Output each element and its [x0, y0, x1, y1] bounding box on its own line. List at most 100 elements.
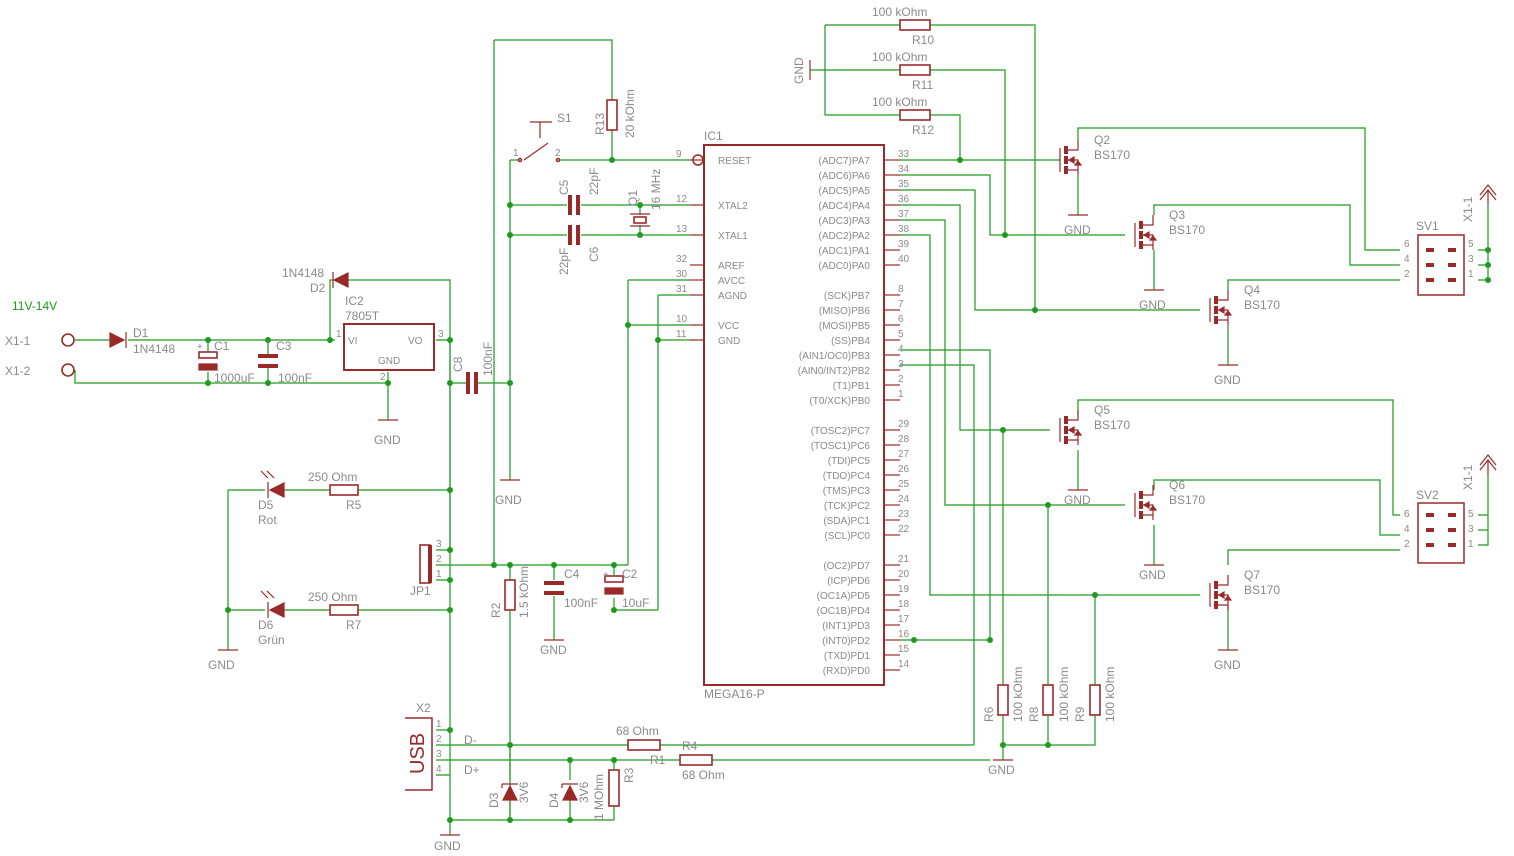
d2-name: D2	[310, 281, 326, 295]
svg-text:+: +	[197, 342, 203, 353]
ic2-pin3: 3	[438, 329, 444, 340]
usb-label: USB	[407, 733, 429, 774]
gnd-label-top: GND	[792, 57, 806, 84]
sv2-supply-label: X1-1	[1461, 464, 1475, 490]
r10-value: 100 kOhm	[872, 5, 927, 19]
sv2-pin5: 5	[1468, 509, 1474, 520]
led-d5: D5 Rot	[258, 470, 285, 527]
mcu-pin-number: 13	[676, 224, 688, 235]
s1-pin1: 1	[513, 148, 519, 159]
resistor-r6: R6 100 kOhm	[982, 667, 1025, 722]
mcu-pin-number: 34	[898, 164, 910, 175]
sv2-pin6: 6	[1404, 509, 1410, 520]
c4-value: 100nF	[564, 596, 598, 610]
gnd-label-c4: GND	[540, 643, 567, 657]
diode-d1: D1 1N4148	[109, 326, 175, 356]
mcu-pin-number: 12	[676, 194, 688, 205]
c8-name: C8	[451, 356, 465, 372]
c5-name: C5	[557, 179, 571, 195]
mcu-pin-name: (ICP)PD6	[827, 576, 870, 587]
sv2-pin1: 1	[1468, 539, 1474, 550]
mcu-pin-number: 40	[898, 254, 910, 265]
resistor-r8: R8 100 kOhm	[1027, 667, 1071, 722]
mcu-pin-number: 25	[898, 479, 910, 490]
mcu-pin-number: 4	[898, 344, 904, 355]
sv2-name: SV2	[1416, 488, 1439, 502]
mcu-right-pins: 33(ADC7)PA734(ADC6)PA635(ADC5)PA536(ADC4…	[798, 149, 910, 677]
r11-value: 100 kOhm	[872, 50, 927, 64]
gnd-label-ic2: GND	[374, 433, 401, 447]
r1-value-top: 68 Ohm	[616, 724, 659, 738]
d4-name: D4	[547, 792, 561, 808]
r10-name: R10	[912, 33, 934, 47]
d3-value: 3V6	[517, 781, 531, 803]
mcu-pin-number: 24	[898, 494, 910, 505]
gnd-label-usb: GND	[434, 839, 461, 853]
resistor-r13: R13 20 kOhm	[593, 89, 637, 138]
mcu-pin-number: 33	[898, 149, 910, 160]
capacitor-c2: + C2 10uF	[603, 567, 649, 610]
dminus-label: D-	[464, 733, 477, 747]
usb-connector-x2: X2 USB 1 2 3 4 D- D+	[405, 701, 480, 791]
resistor-r1: R1 68 Ohm	[650, 753, 725, 782]
r3-name: R3	[622, 767, 636, 783]
ic2-name: IC2	[345, 294, 364, 308]
d1-value: 1N4148	[133, 342, 175, 356]
mcu-pin-name: (ADC4)PA4	[819, 201, 871, 212]
mcu-pin-name: AVCC	[718, 276, 745, 287]
c2-name: C2	[622, 567, 638, 581]
sv1-pin5: 5	[1468, 239, 1474, 250]
mcu-pin-number: 30	[676, 269, 688, 280]
r13-value: 20 kOhm	[623, 89, 637, 138]
capacitor-c1: + C1 1000uF	[197, 339, 255, 385]
resistor-r2: R2 1.5 kOhm	[489, 566, 531, 618]
ic1-part: MEGA16-P	[704, 687, 765, 701]
r8-value: 100 kOhm	[1057, 667, 1071, 722]
capacitor-c4: C4 100nF	[544, 567, 598, 610]
c1-name: C1	[214, 339, 230, 353]
mcu-pin-name: (OC1A)PD5	[817, 591, 871, 602]
resistor-r3: 1 MOhm R3	[592, 767, 636, 820]
sv1-pin6: 6	[1404, 239, 1410, 250]
mcu-pin-name: (TCK)PC2	[824, 501, 871, 512]
mcu-pin-name: RESET	[718, 156, 751, 167]
sv1-name: SV1	[1416, 219, 1439, 233]
jumper-jp1: 3 2 1 JP1	[410, 539, 442, 598]
connector-sv2: SV2 6 4 2 5 3 1 X1-1	[1404, 454, 1497, 564]
mcu-pin-number: 18	[898, 599, 910, 610]
mcu-pin-name: (ADC3)PA3	[819, 216, 871, 227]
ic1-name: IC1	[704, 129, 723, 143]
jp1-pin1: 1	[436, 569, 442, 580]
gnd-label-reset: GND	[495, 493, 522, 507]
gnd-label-q5: GND	[1064, 493, 1091, 507]
mcu-pin-number: 7	[898, 299, 904, 310]
mcu-pin-name: (ADC0)PA0	[819, 261, 871, 272]
mcu-pin-name: (SCK)PB7	[824, 291, 871, 302]
svg-text:+: +	[603, 570, 609, 581]
r3-value: 1 MOhm	[592, 774, 606, 820]
mcu-pin-name: (OC2)PD7	[823, 561, 870, 572]
r9-name: R9	[1073, 706, 1087, 722]
x2-pin2: 2	[436, 734, 442, 745]
x1-1-label: X1-1	[5, 334, 31, 348]
gnd-label-q2: GND	[1064, 223, 1091, 237]
c5-value: 22pF	[587, 168, 601, 195]
mcu-pin-name: GND	[718, 336, 740, 347]
mosfet-name: Q2	[1094, 133, 1110, 147]
mosfet-value: BS170	[1244, 583, 1280, 597]
sv2-pin3: 3	[1468, 524, 1474, 535]
supply-voltage-label: 11V-14V	[12, 299, 57, 313]
mcu-pin-name: (SCL)PC0	[824, 531, 870, 542]
mcu-ic1: IC1 MEGA16-P 9RESET12XTAL213XTAL132AREF3…	[676, 129, 910, 701]
mcu-pin-number: 2	[898, 374, 904, 385]
mcu-pin-number: 16	[898, 629, 910, 640]
mosfet-name: Q7	[1244, 568, 1260, 582]
connector-sv1: SV1 6 4 2 5 3 1 X1-1	[1404, 184, 1497, 296]
mcu-pin-number: 38	[898, 224, 910, 235]
d5-color: Rot	[258, 513, 277, 527]
mcu-pin-name: (RXD)PD0	[823, 666, 871, 677]
